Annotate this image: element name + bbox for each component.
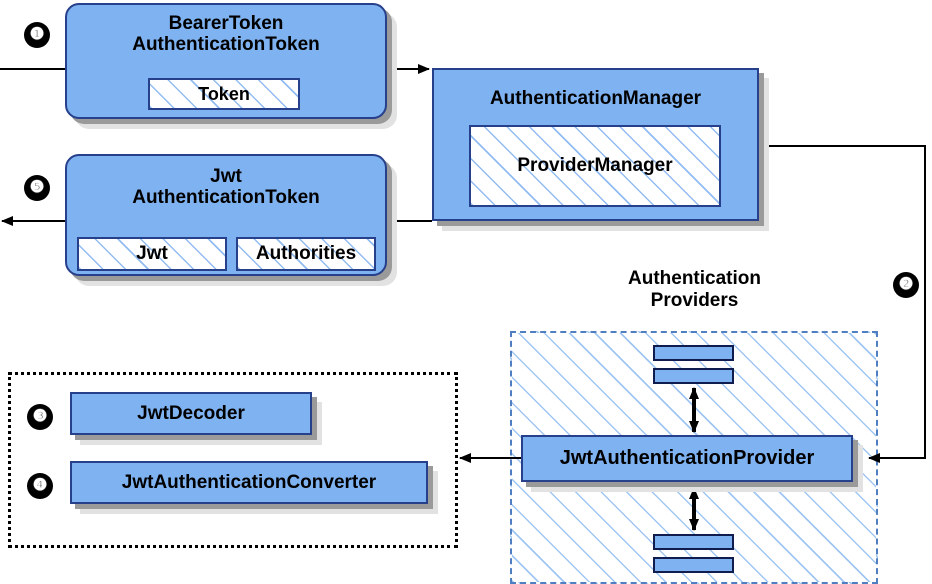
jwt-inner-jwt: Jwt bbox=[77, 237, 227, 271]
bearer-token-inner-token: Token bbox=[148, 78, 300, 110]
jwt-decoder-label: JwtDecoder bbox=[137, 402, 245, 424]
step-badge-5: ❺ bbox=[24, 175, 50, 201]
provider-stack-bar-top-1 bbox=[653, 345, 734, 361]
step-badge-4: ❹ bbox=[27, 473, 53, 499]
step-badge-1: ❶ bbox=[24, 22, 50, 48]
provider-manager-inner: ProviderManager bbox=[469, 125, 721, 207]
authentication-providers-caption: Authentication Providers bbox=[628, 268, 761, 311]
jwt-decoder-node[interactable]: JwtDecoder bbox=[70, 392, 312, 435]
authentication-manager-label: AuthenticationManager bbox=[489, 88, 702, 109]
step-badge-3: ❸ bbox=[27, 404, 53, 430]
provider-stack-bar-top-2 bbox=[653, 368, 734, 384]
step-badge-2: ❷ bbox=[893, 272, 919, 298]
jwt-authentication-provider-node[interactable]: JwtAuthenticationProvider bbox=[521, 435, 853, 482]
jwt-support-region bbox=[8, 372, 458, 548]
jwt-authentication-converter-label: JwtAuthenticationConverter bbox=[121, 471, 377, 493]
jwt-inner-authorities: Authorities bbox=[236, 237, 376, 271]
jwt-authentication-converter-node[interactable]: JwtAuthenticationConverter bbox=[70, 461, 428, 504]
jwt-authentication-token-label: Jwt AuthenticationToken bbox=[132, 166, 320, 209]
jwt-authentication-provider-label: JwtAuthenticationProvider bbox=[559, 447, 815, 469]
provider-stack-bar-bottom-1 bbox=[653, 534, 734, 550]
bearer-token-label: BearerToken AuthenticationToken bbox=[132, 13, 320, 56]
provider-stack-bar-bottom-2 bbox=[653, 557, 734, 573]
